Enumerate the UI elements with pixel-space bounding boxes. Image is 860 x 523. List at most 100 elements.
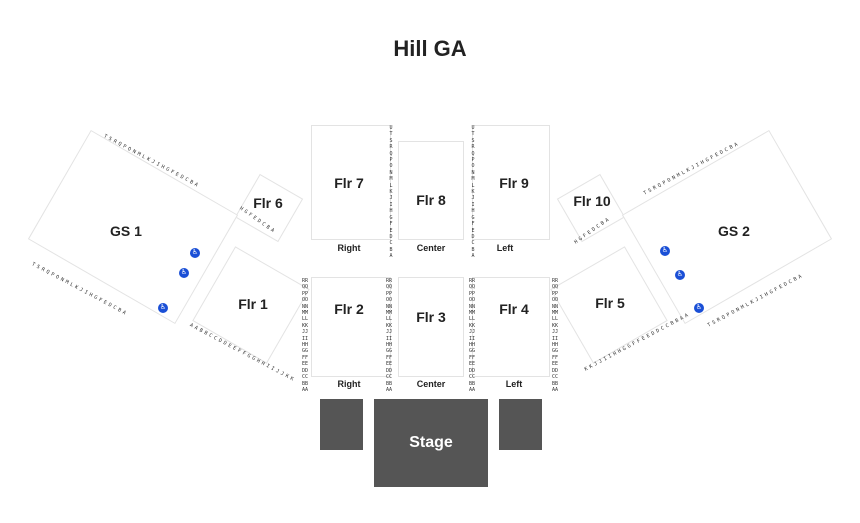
label-flr1: Flr 1	[238, 296, 268, 312]
section-flr3[interactable]	[398, 277, 464, 377]
sound-tower-left	[320, 399, 363, 450]
row-letter: O	[471, 163, 475, 170]
row-letter: CC	[551, 374, 559, 381]
row-letter: OO	[301, 297, 309, 304]
row-letter: D	[389, 233, 393, 240]
row-letter: KK	[301, 322, 309, 329]
row-letter: E	[389, 227, 393, 234]
wheelchair-icon[interactable]: ♿	[675, 270, 685, 280]
row-letter: CC	[301, 374, 309, 381]
row-letter: BB	[551, 380, 559, 387]
side-label-upper-left: Left	[496, 243, 514, 253]
row-letter: S	[389, 137, 393, 144]
row-letter: CC	[385, 374, 393, 381]
row-letter: RR	[385, 278, 393, 284]
row-letter: KK	[385, 322, 393, 329]
row-letter: DD	[301, 367, 309, 374]
row-letter: HH	[301, 342, 309, 349]
row-letter: AA	[468, 386, 476, 393]
wheelchair-icon[interactable]: ♿	[190, 248, 200, 258]
row-letter: HH	[551, 342, 559, 349]
row-letter: BB	[468, 380, 476, 387]
row-letter: BB	[301, 380, 309, 387]
row-letter: H	[471, 208, 475, 215]
row-letter: PP	[551, 290, 559, 297]
row-letter: PP	[301, 290, 309, 297]
row-letter: S	[471, 137, 475, 144]
row-letter: KK	[468, 322, 476, 329]
label-flr9: Flr 9	[499, 175, 529, 191]
row-letter: M	[389, 176, 393, 183]
wheelchair-icon[interactable]: ♿	[694, 303, 704, 313]
row-letter: QQ	[385, 284, 393, 291]
row-letter: R	[471, 144, 475, 151]
row-letter: G	[471, 214, 475, 221]
label-flr2: Flr 2	[334, 301, 364, 317]
row-letter: O	[389, 163, 393, 170]
row-letter: II	[551, 335, 559, 342]
wheelchair-icon[interactable]: ♿	[158, 303, 168, 313]
section-flr7[interactable]	[311, 125, 391, 240]
row-letter: MM	[301, 310, 309, 317]
row-letter: NN	[301, 303, 309, 310]
row-letter: N	[389, 169, 393, 176]
stage: Stage	[374, 399, 488, 487]
row-letter: MM	[468, 310, 476, 317]
label-flr10: Flr 10	[573, 193, 611, 209]
row-letter: PP	[468, 290, 476, 297]
row-letter: II	[468, 335, 476, 342]
row-letter: C	[471, 240, 475, 247]
row-letter: AA	[551, 386, 559, 393]
row-letter: P	[389, 157, 393, 164]
label-gs2: GS 2	[718, 223, 750, 239]
row-letter: RR	[551, 278, 559, 284]
row-letter: EE	[551, 361, 559, 368]
row-letter: JJ	[468, 329, 476, 336]
venue-title: Hill GA	[393, 36, 467, 61]
row-letter: QQ	[301, 284, 309, 291]
row-letter: L	[471, 182, 475, 189]
row-letter: NN	[551, 303, 559, 310]
row-letter: B	[389, 246, 393, 253]
row-letter: FF	[468, 354, 476, 361]
section-flr2[interactable]	[311, 277, 391, 377]
row-letter: NN	[468, 303, 476, 310]
row-letter: II	[301, 335, 309, 342]
row-letter: H	[389, 208, 393, 215]
section-flr4[interactable]	[472, 277, 550, 377]
row-letter: J	[389, 195, 393, 202]
label-flr4: Flr 4	[499, 301, 529, 317]
row-letter: U	[471, 125, 475, 131]
row-letter: II	[385, 335, 393, 342]
wheelchair-icon[interactable]: ♿	[179, 268, 189, 278]
row-letter: HH	[385, 342, 393, 349]
row-letter: Q	[471, 150, 475, 157]
row-letter: T	[389, 131, 393, 138]
row-letter: AA	[301, 386, 309, 393]
row-letter: L	[389, 182, 393, 189]
row-letter: GG	[301, 348, 309, 355]
side-label-lower-center: Center	[416, 379, 446, 389]
row-letter: OO	[468, 297, 476, 304]
row-letter: I	[389, 201, 393, 208]
wheelchair-icon[interactable]: ♿	[660, 246, 670, 256]
row-letter: F	[471, 221, 475, 228]
row-letter: LL	[551, 316, 559, 323]
row-letter: R	[389, 144, 393, 151]
row-letter: GG	[468, 348, 476, 355]
row-letter: I	[471, 201, 475, 208]
label-flr7: Flr 7	[334, 175, 364, 191]
row-letter: JJ	[551, 329, 559, 336]
row-letter: EE	[385, 361, 393, 368]
row-letter: LL	[301, 316, 309, 323]
section-flr8[interactable]	[398, 141, 464, 240]
row-letter: LL	[385, 316, 393, 323]
section-flr9[interactable]	[472, 125, 550, 240]
row-letter: EE	[301, 361, 309, 368]
row-letter: BB	[385, 380, 393, 387]
side-label-upper-right: Right	[337, 243, 361, 253]
row-letter: GG	[551, 348, 559, 355]
row-letter: EE	[468, 361, 476, 368]
row-letter: KK	[551, 322, 559, 329]
